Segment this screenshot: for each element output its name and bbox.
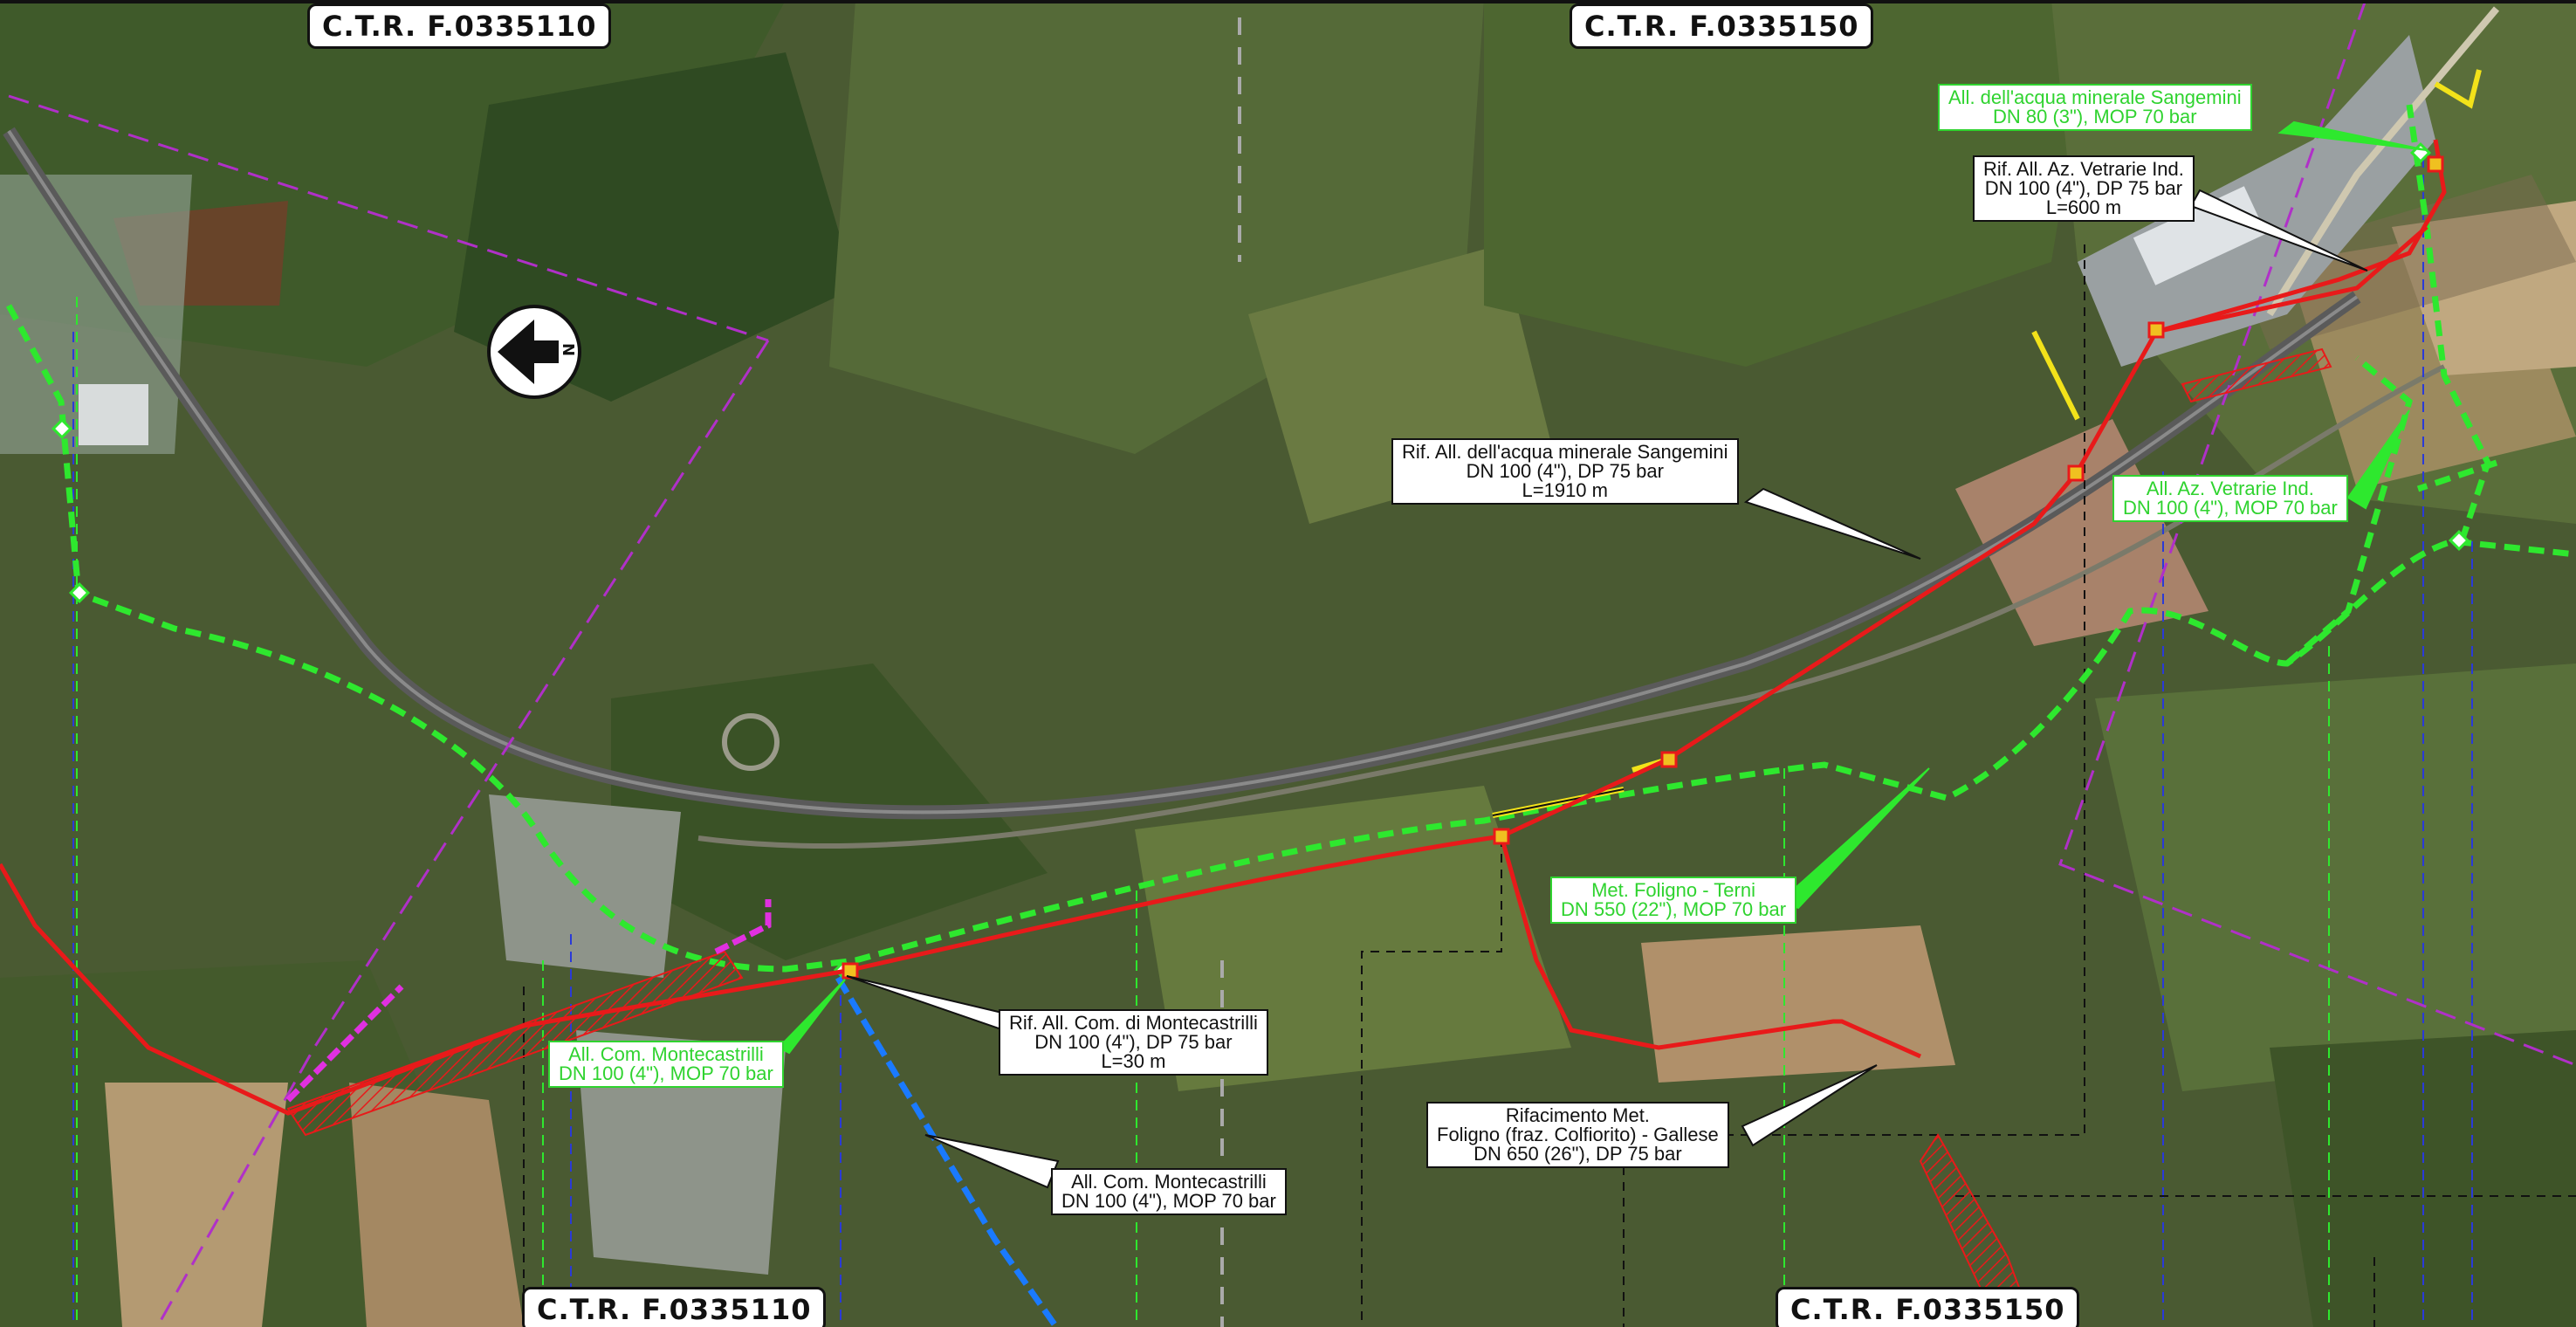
municipal-boundary: [8, 0, 2576, 1327]
callout-vetrarie-rif: Rif. All. Az. Vetrarie Ind.DN 100 (4"), …: [1973, 155, 2195, 222]
new-pipelines: [0, 139, 2447, 1116]
removal-sections: [1492, 69, 2482, 818]
ctr-sheet-label-top-right: C.T.R. F.0335150: [1570, 3, 1874, 49]
hatched-removal-strips: [286, 347, 2332, 1327]
pink-branch: [285, 899, 772, 1103]
ctr-sheet-label-top-left: C.T.R. F.0335110: [307, 3, 612, 49]
main-new-pipeline: [0, 139, 2447, 1116]
callout-pointers: [777, 120, 2428, 1189]
montecastrilli-existing-branch: [835, 976, 1059, 1327]
callout-rifacimento: Rifacimento Met.Foligno (fraz. Colfiorit…: [1426, 1102, 1729, 1168]
existing-pipeline-foligno-terni: [5, 104, 2576, 973]
map-frame-top: [0, 0, 2576, 3]
valve-markers: [841, 155, 2444, 980]
ctr-sheet-label-bottom-left: C.T.R. F.0335110: [522, 1287, 827, 1327]
ctr-sheet-label-bottom-right: C.T.R. F.0335150: [1776, 1287, 2080, 1327]
vetrarie-branch: [2155, 225, 2428, 334]
ctr-grid-lines: [72, 157, 2576, 1327]
callout-vetrarie-all: All. Az. Vetrarie Ind.DN 100 (4"), MOP 7…: [2112, 475, 2348, 522]
north-letter: N: [560, 342, 580, 357]
rifacimento-line: [1499, 835, 1922, 1059]
north-arrow-icon: [487, 305, 581, 399]
